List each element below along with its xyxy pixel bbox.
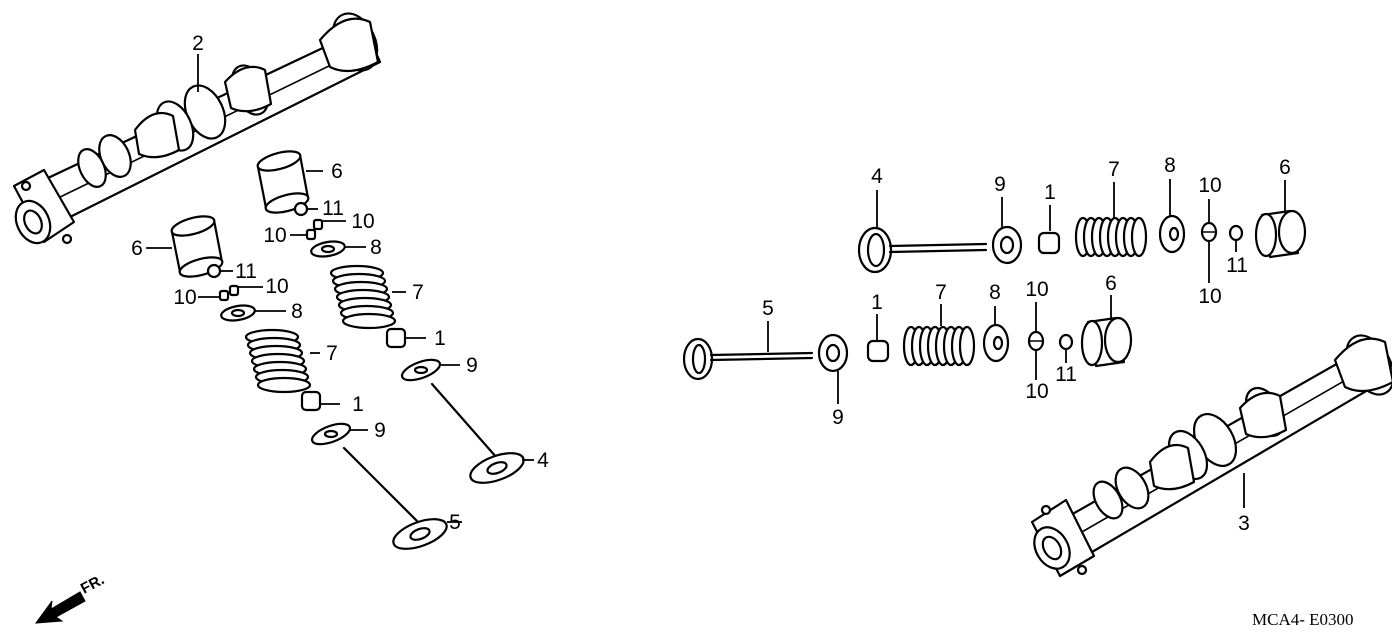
valve-assembly-left-outer: [256, 150, 525, 484]
callout-1: 1: [1044, 181, 1056, 204]
valve-assembly-right-upper: [857, 209, 1307, 274]
camshaft-lower-right: [1030, 334, 1392, 578]
callout-9: 9: [374, 419, 386, 442]
callout-7: 7: [1108, 158, 1120, 181]
front-label: FR.: [78, 571, 107, 597]
callout-11: 11: [1055, 363, 1077, 386]
front-arrow-icon: [34, 591, 86, 624]
callout-7: 7: [326, 342, 338, 365]
callout-6: 6: [1279, 156, 1291, 179]
callout-11: 11: [1226, 254, 1248, 277]
callout-11: 11: [322, 197, 344, 220]
callout-1: 1: [871, 291, 883, 314]
callout-10: 10: [1198, 285, 1221, 308]
callout-6: 6: [131, 237, 143, 260]
valve-assembly-right-lower: [682, 316, 1133, 381]
valve-spring-left-outer: [329, 264, 397, 330]
drawing-code: MCA4- E0300: [1252, 610, 1354, 629]
valve-spring-right-lower: [902, 325, 976, 367]
callout-4: 4: [537, 449, 549, 472]
callout-8: 8: [291, 300, 303, 323]
callout-5: 5: [762, 297, 774, 320]
callout-10: 10: [1198, 174, 1221, 197]
callout-6: 6: [1105, 272, 1117, 295]
callout-9: 9: [832, 406, 844, 429]
callout-10: 10: [263, 224, 286, 247]
front-direction-indicator: FR.: [34, 571, 107, 624]
callout-3: 3: [1238, 512, 1250, 535]
leader-lines: [146, 54, 1286, 523]
callout-1: 1: [352, 393, 364, 416]
callout-10: 10: [173, 286, 196, 309]
callout-8: 8: [1164, 154, 1176, 177]
callout-10: 10: [1025, 278, 1048, 301]
callout-10: 10: [265, 275, 288, 298]
callout-9: 9: [994, 173, 1006, 196]
callout-7: 7: [935, 281, 947, 304]
callout-11: 11: [235, 260, 257, 283]
valve-spring-left-inner: [244, 328, 312, 394]
camshaft-upper-left: [12, 12, 382, 245]
callout-9: 9: [466, 354, 478, 377]
valve-assembly-left-inner: [170, 215, 448, 550]
callout-6: 6: [331, 160, 343, 183]
callout-8: 8: [989, 281, 1001, 304]
callout-4: 4: [871, 165, 883, 188]
callout-10: 10: [1025, 380, 1048, 403]
callout-7: 7: [412, 281, 424, 304]
callout-2: 2: [192, 32, 204, 55]
callout-8: 8: [370, 236, 382, 259]
callout-5: 5: [449, 511, 461, 534]
callout-1: 1: [434, 327, 446, 350]
callout-labels: 2 6 11 10 10 8 7 1 9 5 6 11 10 10 8 7 1 …: [131, 32, 1291, 535]
valve-spring-right-upper: [1074, 216, 1148, 258]
callout-10: 10: [351, 210, 374, 233]
